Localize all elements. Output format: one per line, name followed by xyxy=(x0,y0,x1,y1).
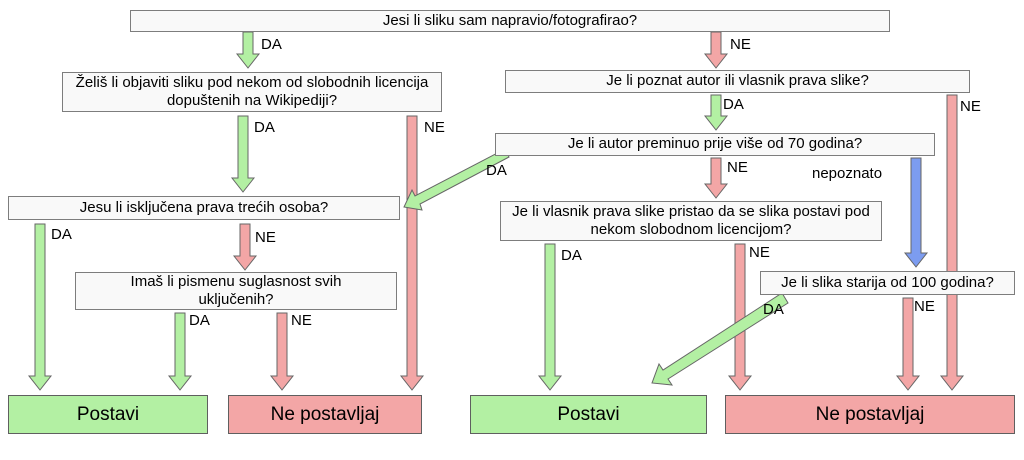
edge-label-q8-yes: DA xyxy=(763,301,784,318)
arrow-q1-yes xyxy=(235,31,261,69)
arrow-q2-yes xyxy=(230,115,256,193)
node-owner-agreed-free-license: Je li vlasnik prava slike pristao da se … xyxy=(500,201,882,241)
edge-label-q4-unknown: nepoznato xyxy=(812,165,883,182)
edge-label-q8-no: NE xyxy=(914,298,935,315)
node-third-party-rights-excluded: Jesu li isključena prava trećih osoba? xyxy=(8,196,400,220)
node-dont-upload-right: Ne postavljaj xyxy=(725,395,1015,434)
arrow-q6-no xyxy=(269,312,295,391)
edge-label-q4-yes: DA xyxy=(486,162,507,179)
edge-label-q7-yes: DA xyxy=(561,247,582,264)
arrow-q3-no xyxy=(939,94,965,391)
arrow-q6-yes xyxy=(167,312,193,391)
arrow-q7-yes xyxy=(537,243,563,391)
arrow-q1-no xyxy=(703,31,729,69)
node-image-older-100-years: Je li slika starija od 100 godina? xyxy=(760,271,1015,295)
node-author-known: Je li poznat autor ili vlasnik prava sli… xyxy=(505,70,970,93)
node-dont-upload-left: Ne postavljaj xyxy=(228,395,422,434)
edge-label-q1-yes: DA xyxy=(261,36,282,53)
edge-label-q6-yes: DA xyxy=(189,312,210,329)
arrow-q3-yes xyxy=(703,94,729,131)
node-author-died-70-years: Je li autor preminuo prije više od 70 go… xyxy=(495,133,935,156)
arrow-q4-yes xyxy=(403,148,510,211)
node-free-license-willing: Želiš li objaviti sliku pod nekom od slo… xyxy=(62,72,442,112)
node-upload-right: Postavi xyxy=(470,395,707,434)
edge-label-q5-yes: DA xyxy=(51,226,72,243)
node-written-consent: Imaš li pismenu suglasnost svih uključen… xyxy=(75,272,397,310)
edge-label-q6-no: NE xyxy=(291,312,312,329)
edge-label-q4-no: NE xyxy=(727,159,748,176)
node-upload-left: Postavi xyxy=(8,395,208,434)
edge-label-q7-no: NE xyxy=(749,244,770,261)
arrow-q5-no xyxy=(232,223,258,271)
edge-label-q2-no: NE xyxy=(424,119,445,136)
node-made-photo-yourself: Jesi li sliku sam napravio/fotografirao? xyxy=(130,10,890,32)
edge-label-q3-yes: DA xyxy=(723,96,744,113)
arrow-q2-no xyxy=(399,115,425,391)
arrow-q8-no xyxy=(895,297,921,391)
edge-label-q2-yes: DA xyxy=(254,119,275,136)
arrow-q7-no xyxy=(727,243,753,391)
arrow-q4-no xyxy=(703,157,729,199)
edge-label-q3-no: NE xyxy=(960,98,981,115)
arrow-q5-yes xyxy=(27,223,53,391)
arrow-q8-yes xyxy=(651,292,789,386)
edge-label-q1-no: NE xyxy=(730,36,751,53)
arrow-q4-unknown xyxy=(903,157,929,268)
edge-label-q5-no: NE xyxy=(255,229,276,246)
